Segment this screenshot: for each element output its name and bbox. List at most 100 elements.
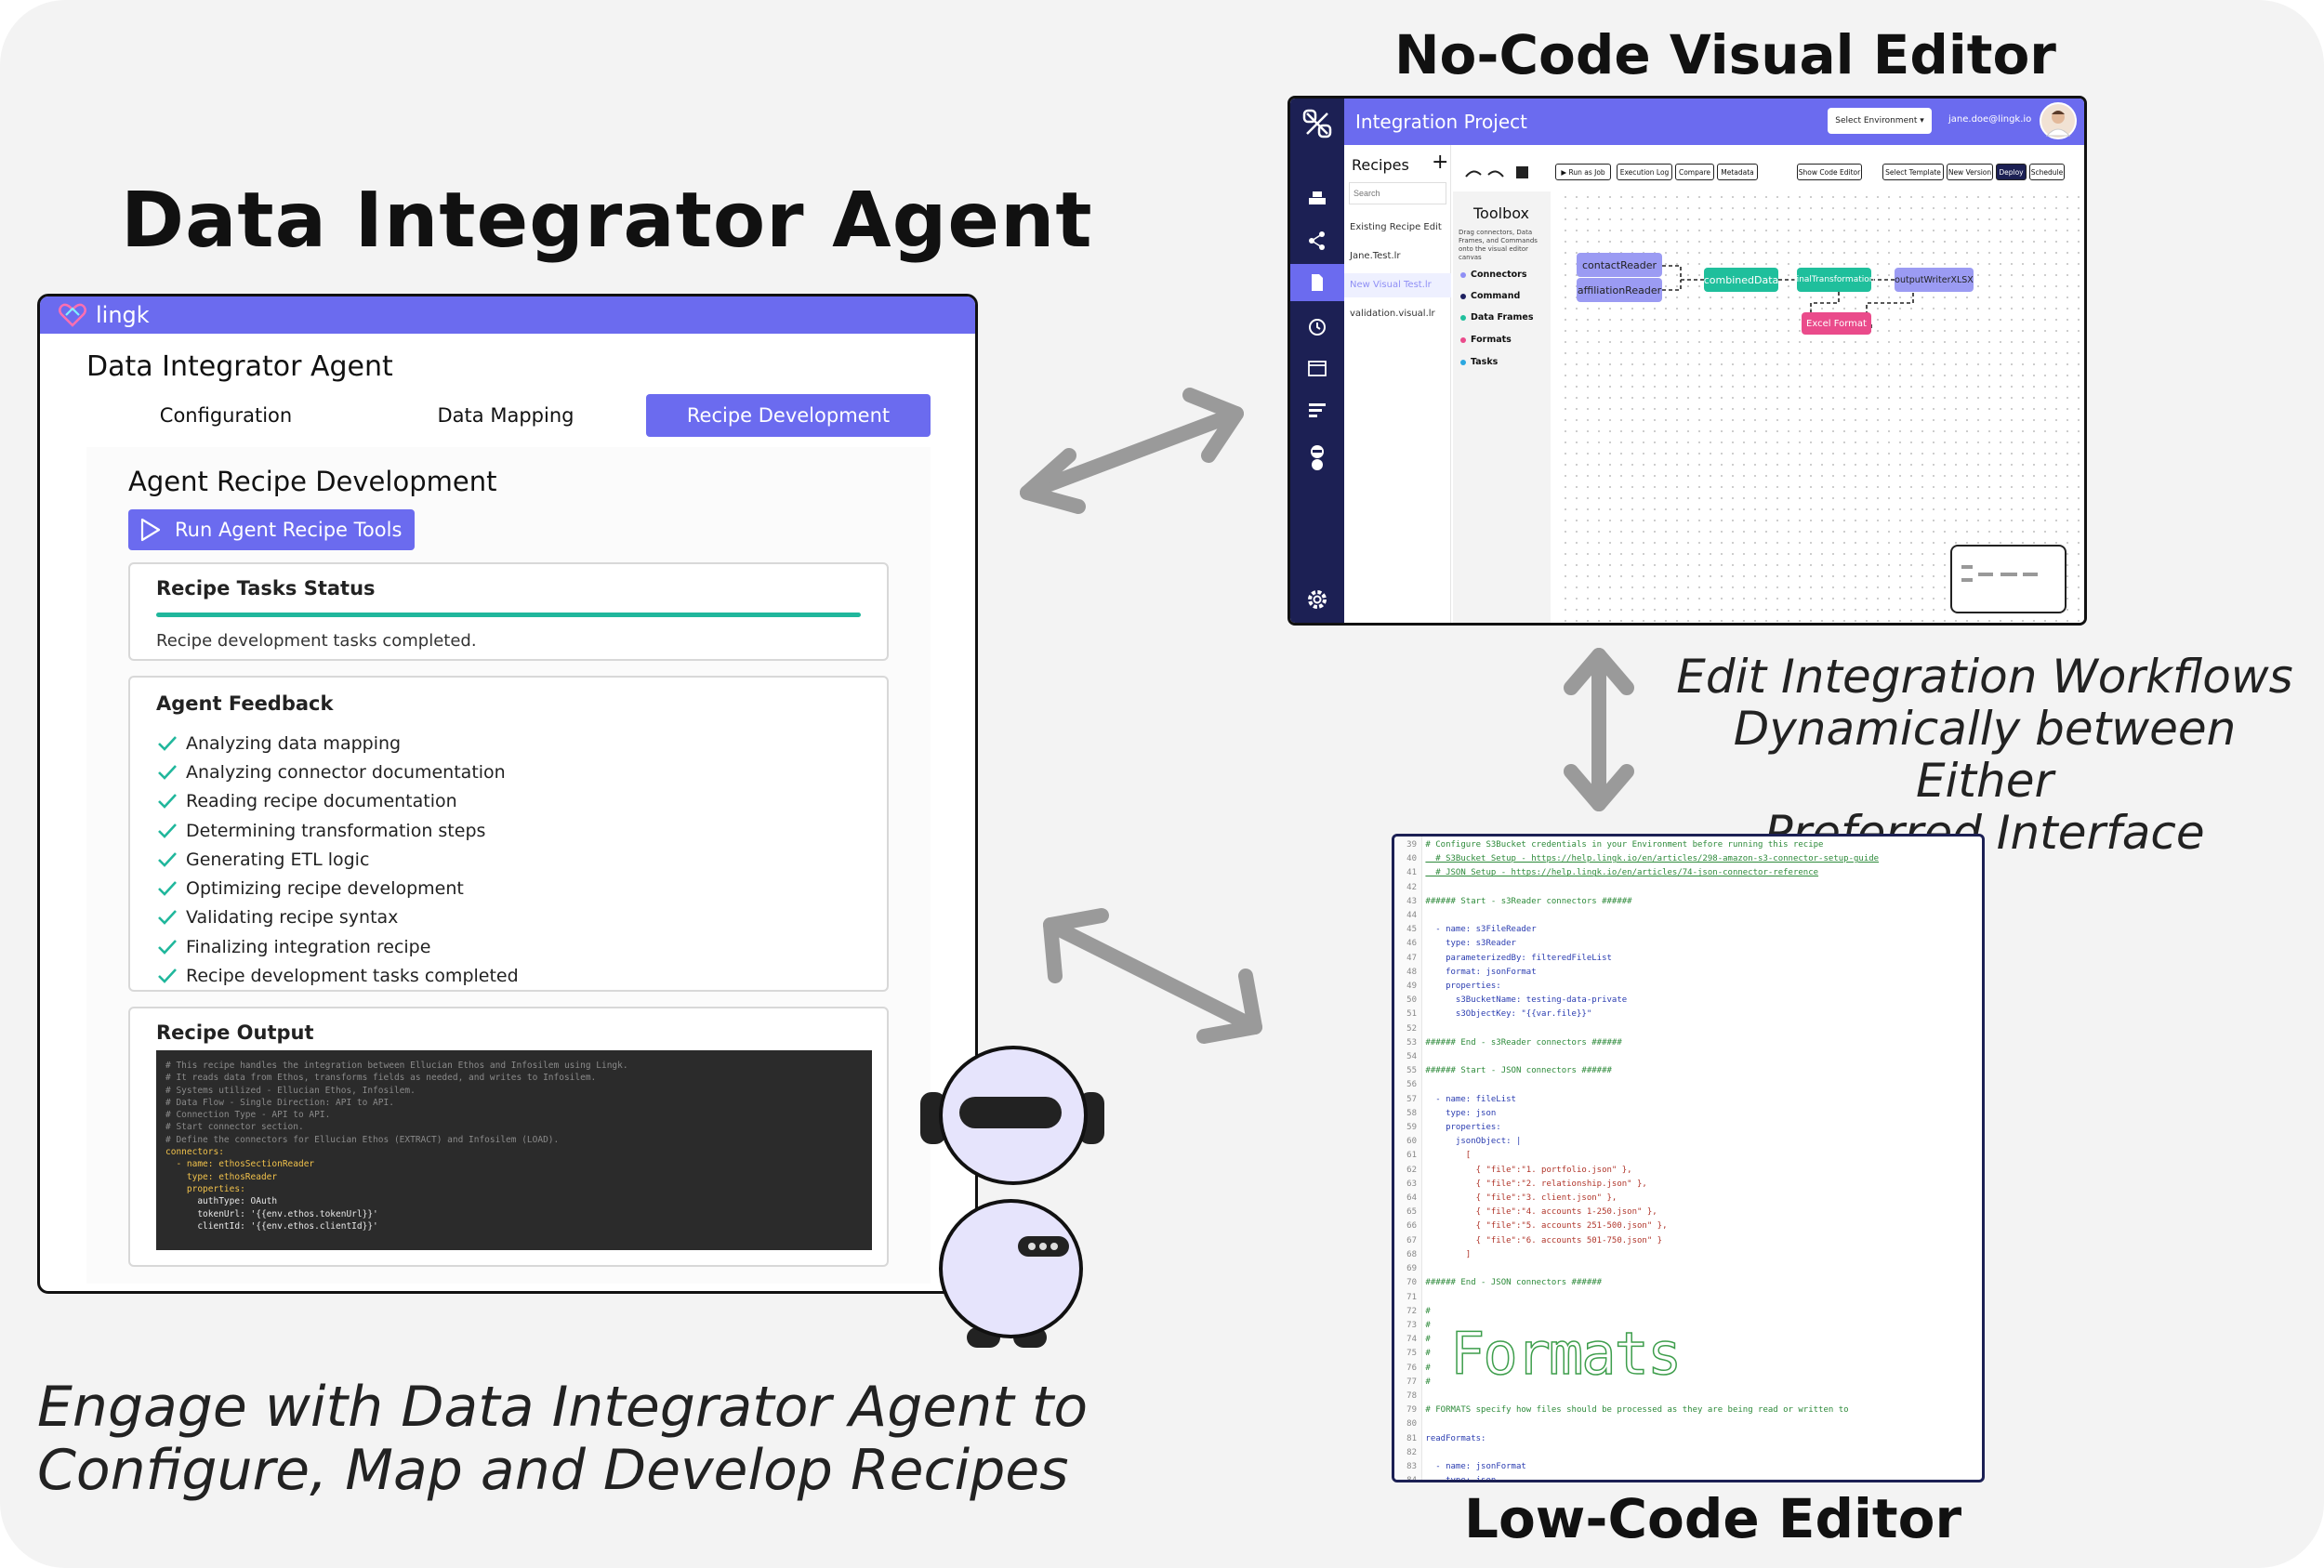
- undo-redo-icons[interactable]: [1462, 164, 1537, 182]
- code-text: #: [1425, 1320, 1431, 1330]
- line-number: 39: [1406, 840, 1417, 850]
- show-code-editor-button[interactable]: Show Code Editor: [1797, 164, 1862, 180]
- environment-select[interactable]: Select Environment ▾: [1828, 108, 1932, 134]
- code-line: 56: [1394, 1078, 1879, 1092]
- node-final-transformation[interactable]: finalTransformation: [1794, 268, 1874, 292]
- document-icon[interactable]: [1307, 272, 1327, 293]
- bullet-icon: [1460, 293, 1466, 299]
- metadata-button[interactable]: Metadata: [1717, 164, 1758, 180]
- check-icon: [158, 910, 177, 926]
- code-line: authType: OAuth: [165, 1196, 278, 1207]
- code-text: - name: fileList: [1425, 1094, 1516, 1104]
- lingk-logo-icon[interactable]: [1300, 106, 1335, 141]
- caption-agent: Engage with Data Integrator Agent to Con…: [37, 1376, 1088, 1502]
- line-number: 40: [1406, 854, 1417, 864]
- recipe-list-item[interactable]: validation.visual.lr: [1350, 309, 1435, 319]
- line-number: 79: [1406, 1405, 1417, 1416]
- toolbox-item-connectors[interactable]: Connectors: [1460, 270, 1527, 280]
- nav-sidebar: [1290, 99, 1344, 623]
- list-icon[interactable]: [1307, 401, 1327, 421]
- feedback-text: Reading recipe documentation: [186, 791, 457, 812]
- code-editor-content[interactable]: 39 # Configure S3Bucket credentials in y…: [1394, 838, 1879, 1482]
- code-text: [: [1425, 1151, 1472, 1161]
- toolbox-item-data-frames[interactable]: Data Frames: [1460, 312, 1534, 323]
- line-number: 83: [1406, 1461, 1417, 1471]
- code-line: 46 type: s3Reader: [1394, 937, 1879, 951]
- node-affiliation-reader[interactable]: affiliationReader: [1577, 278, 1662, 302]
- line-number: 84: [1406, 1476, 1417, 1482]
- settings-gear-icon[interactable]: [1304, 586, 1330, 613]
- run-button-label: Run Agent Recipe Tools: [175, 519, 403, 541]
- list-item: Generating ETL logic: [156, 845, 519, 874]
- check-icon: [158, 735, 177, 751]
- share-icon[interactable]: [1307, 231, 1327, 251]
- code-line: 39 # Configure S3Bucket credentials in y…: [1394, 838, 1879, 852]
- code-text: { "file":"1. portfolio.json" },: [1425, 1165, 1632, 1175]
- line-number: 70: [1406, 1278, 1417, 1288]
- code-line: 73 #: [1394, 1319, 1879, 1333]
- feedback-text: Generating ETL logic: [186, 849, 370, 870]
- feedback-text: Recipe development tasks completed: [186, 966, 519, 987]
- low-code-editor-window[interactable]: 39 # Configure S3Bucket credentials in y…: [1392, 834, 1985, 1482]
- editor-header: Integration Project Select Environment ▾…: [1344, 99, 2084, 145]
- node-output-writer[interactable]: outputWriterXLSX: [1895, 268, 1974, 292]
- toolbox-item-tasks[interactable]: Tasks: [1460, 357, 1498, 367]
- code-text: s3ObjectKey: "{{var.file}}": [1425, 1009, 1592, 1020]
- recipe-output-card: Recipe Output # This recipe handles the …: [128, 1007, 889, 1267]
- dashboard-icon[interactable]: [1307, 187, 1327, 207]
- node-combined-data[interactable]: combinedData: [1704, 268, 1778, 292]
- code-line: # Systems utilized - Ellucian Ethos, Inf…: [165, 1085, 416, 1096]
- new-version-button[interactable]: New Version: [1947, 164, 1993, 180]
- recipe-status-card: Recipe Tasks Status Recipe development t…: [128, 562, 889, 661]
- run-agent-recipe-tools-button[interactable]: Run Agent Recipe Tools: [128, 509, 415, 550]
- tab-data-mapping[interactable]: Data Mapping: [437, 404, 574, 427]
- toolbox-item-command[interactable]: Command: [1460, 291, 1520, 301]
- code-line: 69: [1394, 1262, 1879, 1276]
- select-template-button[interactable]: Select Template: [1882, 164, 1944, 180]
- recipe-list-item[interactable]: Jane.Test.lr: [1350, 251, 1401, 261]
- toolbox-panel: Toolbox Drag connectors, Data Frames, an…: [1453, 191, 1551, 623]
- canvas-minimap[interactable]: [1950, 545, 2067, 613]
- line-number: 50: [1406, 995, 1417, 1006]
- bullet-icon: [1460, 359, 1466, 365]
- execution-log-button[interactable]: Execution Log: [1617, 164, 1672, 180]
- recipes-label: Recipes: [1352, 156, 1409, 174]
- list-item: Analyzing connector documentation: [156, 758, 519, 786]
- selected-recipe-highlight: [1344, 273, 1451, 297]
- line-number: 82: [1406, 1447, 1417, 1457]
- recipe-list-item[interactable]: Existing Recipe Edit: [1350, 222, 1442, 232]
- caption-line: Dynamically between Either: [1733, 702, 2237, 808]
- tab-recipe-development[interactable]: Recipe Development: [646, 394, 931, 437]
- code-line: 78: [1394, 1390, 1879, 1403]
- node-contact-reader[interactable]: contactReader: [1577, 253, 1662, 277]
- code-line: - name: ethosSectionReader: [165, 1159, 315, 1170]
- code-text: type: json: [1425, 1476, 1497, 1482]
- code-line: 47 parameterizedBy: filteredFileList: [1394, 952, 1879, 966]
- deploy-button[interactable]: Deploy: [1996, 164, 2027, 180]
- minimap-preview-icon: [1961, 565, 2038, 582]
- run-as-job-button[interactable]: ▶ Run as Job: [1555, 164, 1611, 180]
- code-text: # FORMATS specify how files should be pr…: [1425, 1405, 1849, 1416]
- agent-robot-icon[interactable]: [1307, 444, 1327, 472]
- list-item: Analyzing data mapping: [156, 729, 519, 758]
- user-email[interactable]: jane.doe@lingk.io: [1948, 114, 2032, 125]
- code-line: # It reads data from Ethos, transforms f…: [165, 1073, 597, 1084]
- add-recipe-icon[interactable]: +: [1432, 151, 1449, 174]
- visual-editor-canvas[interactable]: contactReader affiliationReader combined…: [1560, 191, 2084, 623]
- low-code-section-title: Low-Code Editor: [1464, 1487, 1962, 1550]
- recipe-output-code[interactable]: # This recipe handles the integration be…: [156, 1050, 872, 1250]
- compare-button[interactable]: Compare: [1675, 164, 1714, 180]
- avatar[interactable]: [2040, 102, 2077, 139]
- history-icon[interactable]: [1307, 317, 1327, 337]
- line-number: 52: [1406, 1023, 1417, 1034]
- recipe-search-input[interactable]: [1349, 182, 1446, 204]
- schedule-button[interactable]: Schedule: [2029, 164, 2065, 180]
- toolbox-item-formats[interactable]: Formats: [1460, 335, 1512, 345]
- code-line: 74 #: [1394, 1333, 1879, 1347]
- tab-configuration[interactable]: Configuration: [159, 404, 293, 427]
- node-excel-format[interactable]: Excel Format: [1802, 312, 1871, 335]
- recipe-list-item-selected[interactable]: New Visual Test.lr: [1350, 280, 1432, 290]
- code-line: 66 { "file":"5. accounts 251-500.json" }…: [1394, 1219, 1879, 1233]
- window-icon[interactable]: [1307, 359, 1327, 379]
